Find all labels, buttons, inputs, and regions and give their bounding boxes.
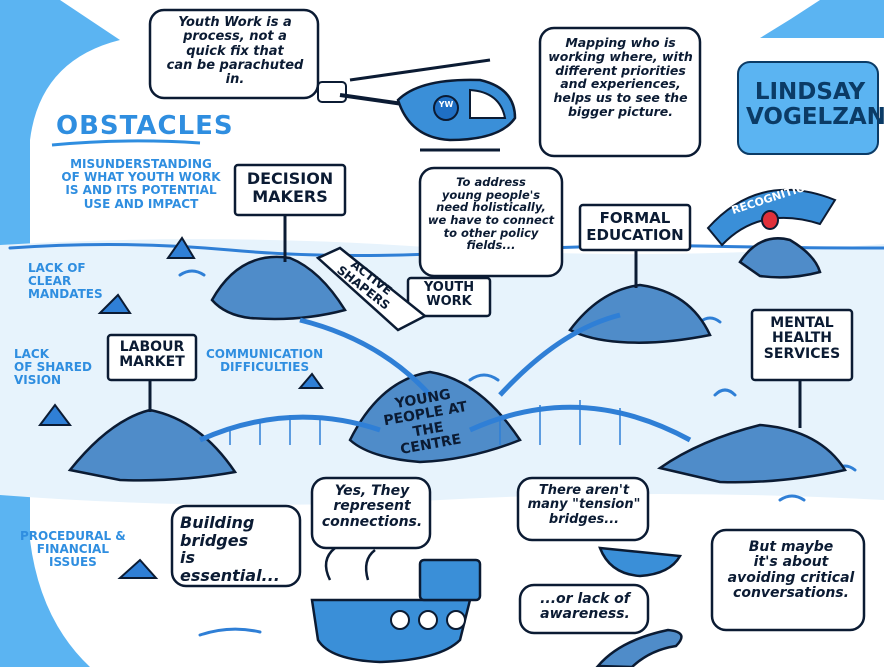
helicopter-badge: YW [438,100,454,109]
sign-posts [148,215,802,428]
author-name: LINDSAY VOGELZANG [746,79,884,131]
bridge-cables [229,400,621,445]
author-box [737,61,879,155]
obstacle-misunderstanding: MISUNDERSTANDING OF WHAT YOUTH WORK IS A… [61,157,221,211]
motor-boat [598,546,683,578]
active-shapers-banner [315,246,428,332]
sign-labour-market: LABOUR MARKET [119,339,185,371]
bubble-building-bridges: Building bridges is essential... [180,513,280,585]
sign-youth-work: YOUTH WORK [423,280,475,310]
islands [67,237,848,484]
dolphin [595,628,683,667]
obstacle-shared-vision: LACK OF SHARED VISION [14,347,92,388]
obstacle-procedural: PROCEDURAL & FINANCIAL ISSUES [20,529,126,570]
bubble-address-needs: To address young people's need holistica… [427,175,555,253]
sign-formal-education: FORMAL EDUCATION [586,209,684,244]
speech-bubbles [148,8,866,635]
bubble-youth-work-process: Youth Work is a process, not a quick fix… [166,15,304,88]
obstacles-underline [51,139,201,147]
bubble-mapping: Mapping who is working where, with diffe… [548,35,693,119]
obstacles-heading: OBSTACLES [56,111,234,141]
bubble-tension-bridges: There aren't many "tension" bridges... [527,483,641,527]
ship [310,547,482,664]
obstacle-mandates: LACK OF CLEAR MANDATES [28,261,103,302]
obstacle-communication: COMMUNICATION DIFFICULTIES [206,347,324,375]
sign-boards [106,163,854,382]
bubble-lack-awareness: ...or lack of awareness. [540,591,630,623]
sign-decision-makers: DECISION MAKERS [246,169,334,206]
bubble-yes-they: Yes, They represent connections. [321,483,423,530]
bubble-critical-conversations: But maybe it's about avoiding critical c… [727,539,855,602]
shark-fins [38,236,324,579]
siren-light [761,210,779,230]
helicopter [317,58,517,152]
sign-mental-health: MENTAL HEALTH SERVICES [763,315,841,362]
